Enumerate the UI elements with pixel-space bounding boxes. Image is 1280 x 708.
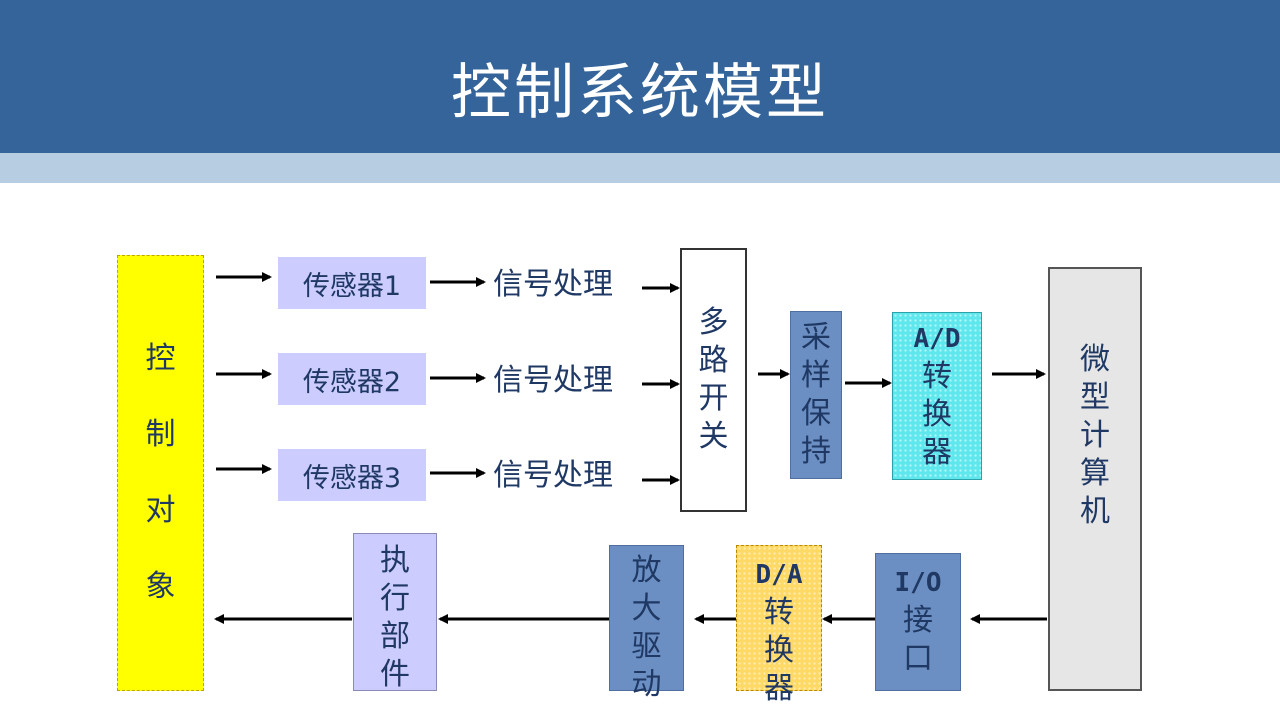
control-object-box: 控 制 对 象 bbox=[117, 255, 204, 691]
ad-converter-label: 转 换 器 bbox=[922, 359, 952, 470]
signal-processing-1: 信号处理 bbox=[493, 267, 613, 302]
sensor-3-box: 传感器3 bbox=[278, 449, 426, 501]
da-converter-text: D/A 转 换 器 bbox=[756, 556, 803, 708]
io-interface-box: I/O 接 口 bbox=[875, 553, 961, 691]
sensor-3-label: 传感器3 bbox=[302, 462, 402, 494]
io-interface-code: I/O bbox=[894, 568, 942, 598]
connector-arrows bbox=[214, 272, 1047, 624]
da-converter-code: D/A bbox=[755, 560, 803, 590]
ad-converter-code: A/D bbox=[913, 324, 961, 354]
page-title: 控制系统模型 bbox=[451, 58, 829, 128]
multiplexer-label: 多 路 开 关 bbox=[698, 305, 729, 454]
signal-processing-2: 信号处理 bbox=[493, 363, 613, 398]
actuator-label: 执 行 部 件 bbox=[380, 543, 410, 692]
microcomputer-label: 微 型 计 算 机 bbox=[1080, 342, 1110, 529]
sensor-1-label: 传感器1 bbox=[302, 270, 402, 302]
da-converter-box: D/A 转 换 器 bbox=[736, 545, 822, 706]
ad-converter-text: A/D 转 换 器 bbox=[914, 320, 961, 472]
da-converter-label: 转 换 器 bbox=[764, 595, 794, 706]
header-strip bbox=[0, 153, 1280, 183]
header-bar bbox=[0, 0, 1280, 153]
actuator-box: 执 行 部 件 bbox=[353, 533, 437, 692]
sensor-1-box: 传感器1 bbox=[278, 257, 426, 309]
amplifier-drive-label: 放 大 驱 动 bbox=[631, 553, 662, 702]
microcomputer-box: 微 型 计 算 机 bbox=[1048, 267, 1142, 691]
amplifier-drive-box: 放 大 驱 动 bbox=[609, 545, 684, 702]
ad-converter-box: A/D 转 换 器 bbox=[892, 312, 982, 480]
multiplexer-box: 多 路 开 关 bbox=[680, 248, 747, 512]
io-interface-label: 接 口 bbox=[903, 603, 933, 676]
control-object-label: 控 制 对 象 bbox=[145, 341, 176, 604]
sensor-2-box: 传感器2 bbox=[278, 353, 426, 405]
sample-hold-box: 采 样 保 持 bbox=[790, 311, 842, 479]
io-interface-text: I/O 接 口 bbox=[895, 564, 942, 678]
sample-hold-label: 采 样 保 持 bbox=[801, 320, 831, 469]
sensor-2-label: 传感器2 bbox=[302, 366, 402, 398]
signal-processing-3: 信号处理 bbox=[493, 458, 613, 493]
